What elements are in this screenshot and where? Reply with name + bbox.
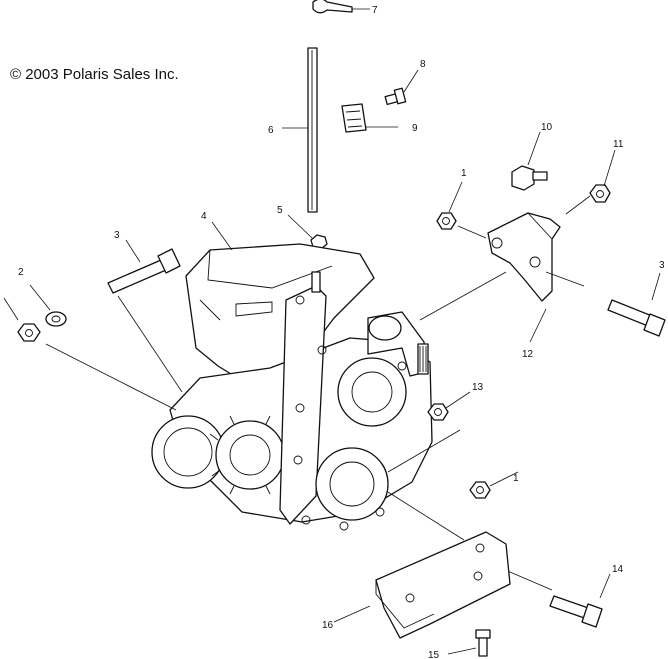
callout-9: 9 xyxy=(412,123,418,134)
part-1-nut-left xyxy=(3,297,41,342)
part-13-nut xyxy=(427,391,471,421)
part-11-nut xyxy=(589,149,616,203)
part-3-bolt-left xyxy=(107,239,181,294)
callout-labels: 7 8 9 6 10 11 1 5 4 3 2 3 12 13 1 14 16 … xyxy=(18,5,665,659)
part-1-nut-lower xyxy=(469,471,519,499)
part-9-clip xyxy=(341,103,398,133)
callout-6: 6 xyxy=(268,125,274,136)
callout-13: 13 xyxy=(472,382,484,393)
part-4-transmission xyxy=(151,221,433,531)
part-15-bolt xyxy=(447,629,491,657)
callout-16: 16 xyxy=(322,620,334,631)
part-2-washer xyxy=(29,284,67,327)
callout-14: 14 xyxy=(612,564,624,575)
assembly-guide-lines xyxy=(45,195,591,591)
part-6-rod xyxy=(282,47,318,213)
part-14-bolt xyxy=(549,573,611,628)
callout-1-lower: 1 xyxy=(513,473,519,484)
part-5-nut xyxy=(287,214,328,250)
part-7-clamp xyxy=(312,0,370,14)
callout-7: 7 xyxy=(372,5,378,16)
callout-2: 2 xyxy=(18,267,24,278)
callout-1-upper: 1 xyxy=(461,168,467,179)
part-12-bracket-upper xyxy=(487,212,561,343)
part-1-nut-upper xyxy=(436,181,463,230)
callout-10: 10 xyxy=(541,122,553,133)
callout-3-right: 3 xyxy=(659,260,665,271)
callout-12: 12 xyxy=(522,349,534,360)
callout-15: 15 xyxy=(428,650,440,659)
part-16-bracket-lower xyxy=(333,531,511,639)
callout-4: 4 xyxy=(201,211,207,222)
callout-8: 8 xyxy=(420,59,426,70)
callout-11: 11 xyxy=(613,139,624,150)
part-10-bolt xyxy=(511,131,548,191)
callout-3-left: 3 xyxy=(114,230,120,241)
copyright-text: © 2003 Polaris Sales Inc. xyxy=(10,66,179,83)
part-3-bolt-right xyxy=(607,272,666,337)
part-8-bolt xyxy=(384,69,419,106)
callout-5: 5 xyxy=(277,205,283,216)
